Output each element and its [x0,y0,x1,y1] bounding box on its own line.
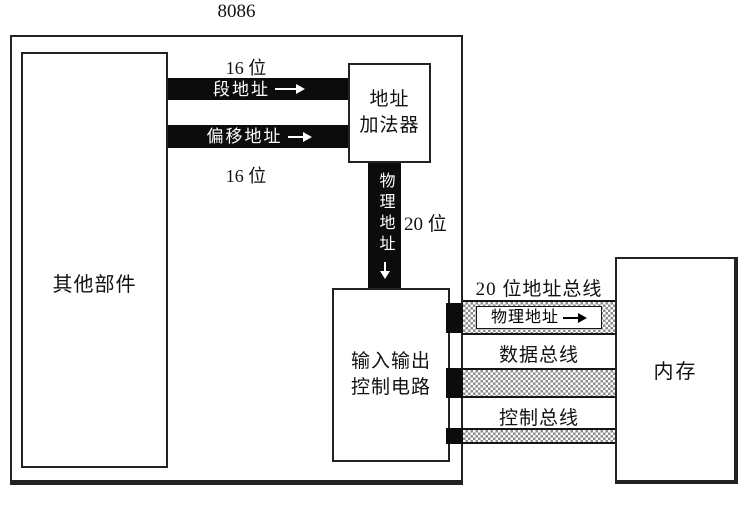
data-bus-title: 数据总线 [498,345,579,366]
control-bus [463,428,615,444]
segment-address-bar: 段地址 [168,78,350,100]
memory-label: 内存 [653,361,698,383]
physical-address-tag: 物理地址 [476,306,602,329]
other-components-box [21,52,168,468]
right-arrow-icon [287,131,312,143]
offset-width-label: 16 位 [225,166,267,186]
address-adder-label-line2: 加法器 [359,115,420,136]
io-control-label-line2: 控制电路 [350,377,431,398]
offset-address-label: 偏移地址 [206,127,283,146]
io-control-label-line1: 输入输出 [350,351,431,372]
physical-address-label: 物理地址 [376,172,394,257]
physical-width-label: 20 位 [404,214,447,235]
io-control-circuit-box: 输入输出 控制电路 [332,288,450,462]
address-bus-title: 20 位地址总线 [475,279,603,300]
address-adder-box: 地址 加法器 [348,63,431,163]
physical-address-bar: 物理地址 [368,163,401,288]
segment-width-label: 16 位 [225,58,267,78]
right-arrow-icon [275,83,305,95]
control-bus-title: 控制总线 [498,408,579,429]
control-bus-connector-tab [446,428,463,444]
down-arrow-icon [379,261,391,279]
offset-address-bar: 偏移地址 [168,125,350,148]
address-bus: 物理地址 [463,300,615,335]
other-components-label: 其他部件 [52,274,137,296]
address-adder-label-line1: 地址 [369,89,410,110]
data-bus [463,368,615,398]
address-bus-connector-tab [446,303,463,333]
chip-title: 8086 [217,1,256,22]
memory-box: 内存 [615,257,738,484]
right-arrow-icon [563,312,587,324]
data-bus-connector-tab [446,368,463,398]
segment-address-label: 段地址 [213,79,270,99]
physical-address-tag-label: 物理地址 [490,308,559,326]
